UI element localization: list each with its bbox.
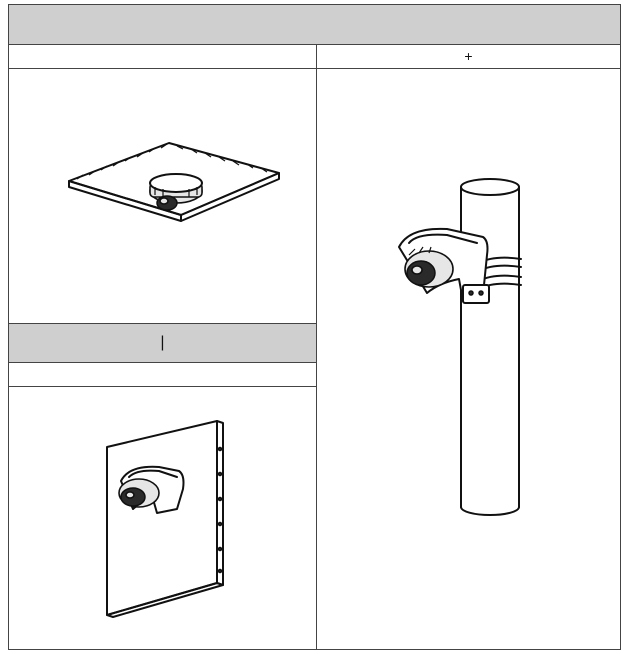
column-header-right: + bbox=[317, 45, 620, 69]
pole-mount-illustration bbox=[398, 178, 522, 516]
ceiling-mount-illustration bbox=[68, 142, 280, 222]
section-bar: | bbox=[9, 323, 316, 363]
column-header-left bbox=[9, 45, 316, 69]
column-header-right-label: + bbox=[464, 48, 473, 64]
column-divider bbox=[316, 45, 317, 649]
mount-table: + | bbox=[8, 4, 621, 650]
table-header-bar bbox=[9, 5, 620, 45]
section-bar-label: | bbox=[160, 334, 165, 351]
section-subheader bbox=[9, 363, 316, 387]
wall-mount-illustration bbox=[106, 420, 224, 618]
